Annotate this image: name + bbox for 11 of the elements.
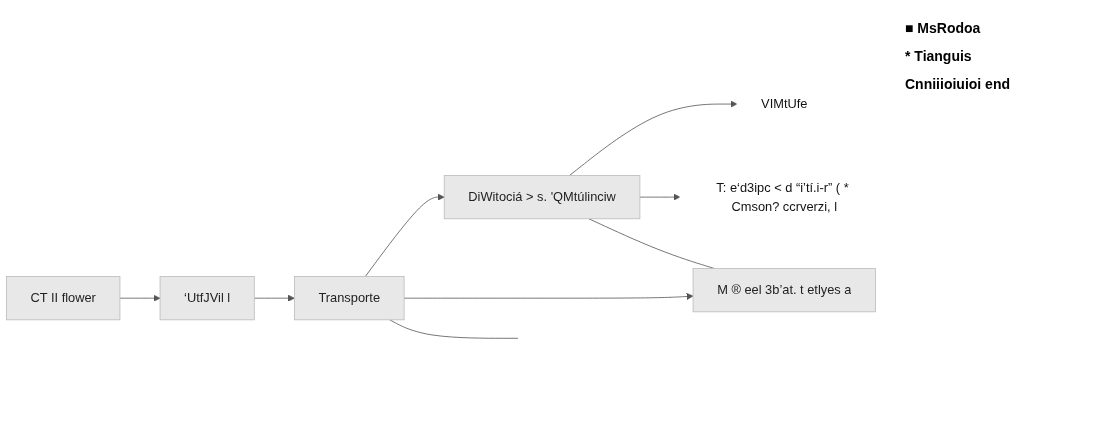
node-box: DiWitociá > s. 'QMtúlinciw: [443, 174, 641, 219]
node-box: Transporte: [294, 275, 405, 320]
note-text: Cnniiioiuioi end: [905, 76, 1011, 92]
node-box: ‘UtfJVil l: [159, 275, 255, 320]
node-text: VIMtUfe: [761, 96, 808, 111]
connector: [389, 319, 519, 339]
note-text: * Tianguis: [905, 48, 973, 64]
node-box: M ® eel 3b’at. t etlyes a: [692, 267, 876, 312]
note-text: ■ MsRodoa: [905, 20, 982, 36]
node-box: CT II flower: [6, 275, 121, 320]
node-text: T: e‘d3ipc < d “i’tí.i-r” ( * Cmson? ccrverzi, l: [716, 179, 849, 213]
